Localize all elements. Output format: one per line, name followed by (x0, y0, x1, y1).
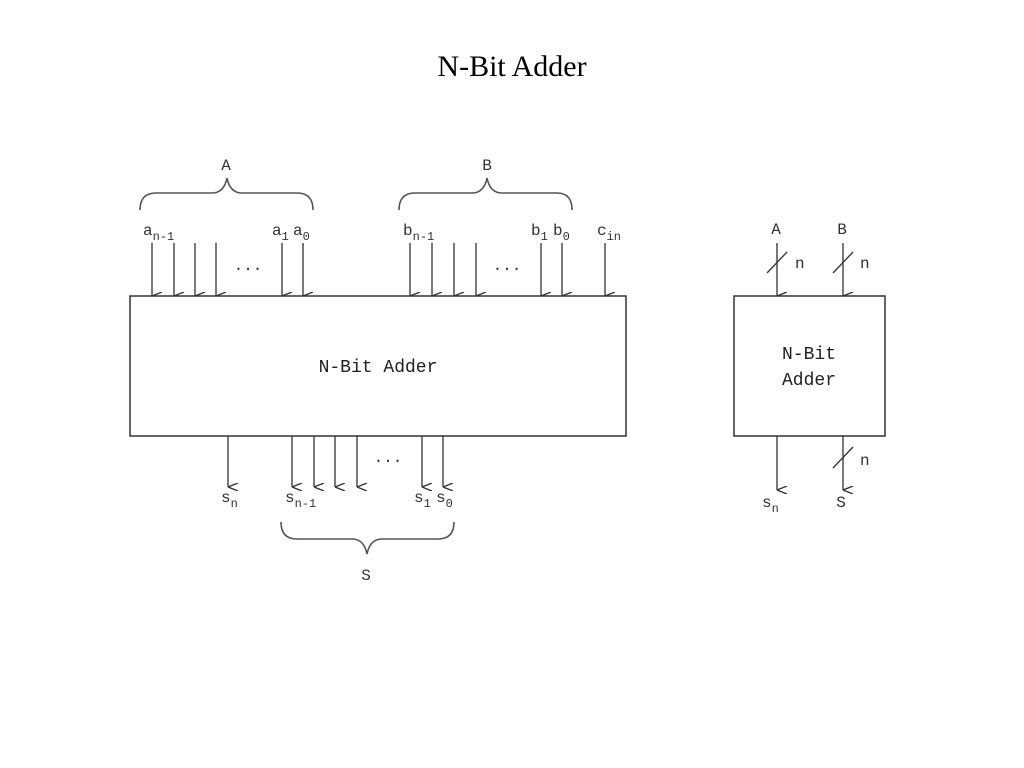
page-title: N-Bit Adder (437, 50, 587, 83)
input-label-a0: a0 (293, 222, 310, 244)
bus-slash-b (832, 251, 854, 274)
brace-a (139, 177, 314, 211)
compact-box-line1: N-Bit (782, 345, 836, 365)
brace-a-label: A (221, 157, 231, 175)
compact-input-a-label: A (771, 221, 781, 239)
ellipsis-s: ... (374, 449, 403, 467)
output-label-s1: s1 (414, 489, 431, 511)
compact-box-line2: Adder (782, 371, 836, 391)
input-label-a1: a1 (272, 222, 289, 244)
input-label-a-n-1: an-1 (143, 222, 174, 244)
brace-b-label: B (482, 157, 492, 175)
compact-output-sn-label: sn (762, 494, 779, 516)
ellipsis-a: ... (234, 257, 263, 275)
adder-box-label: N-Bit Adder (319, 358, 438, 378)
brace-b (398, 177, 573, 211)
compact-input-b-label: B (837, 221, 847, 239)
brace-s-label: S (361, 567, 371, 585)
compact-adder-box (733, 295, 886, 437)
brace-s (280, 521, 455, 555)
input-label-b-n-1: bn-1 (403, 222, 434, 244)
output-label-sn: sn (221, 489, 238, 511)
input-label-b0: b0 (553, 222, 570, 244)
adder-box (129, 295, 627, 437)
output-arrows (227, 436, 443, 487)
input-label-cin: cin (597, 222, 621, 244)
input-arrows (151, 243, 605, 296)
bus-width-b: n (860, 255, 870, 273)
output-label-s0: s0 (436, 489, 453, 511)
bus-slash-s (832, 446, 854, 469)
bus-slash-a (766, 251, 788, 274)
input-label-b1: b1 (531, 222, 548, 244)
bus-width-a: n (795, 255, 805, 273)
compact-output-s-label: S (836, 494, 846, 512)
output-label-s-n-1: sn-1 (285, 489, 316, 511)
bus-width-s: n (860, 452, 870, 470)
ellipsis-b: ... (493, 257, 522, 275)
